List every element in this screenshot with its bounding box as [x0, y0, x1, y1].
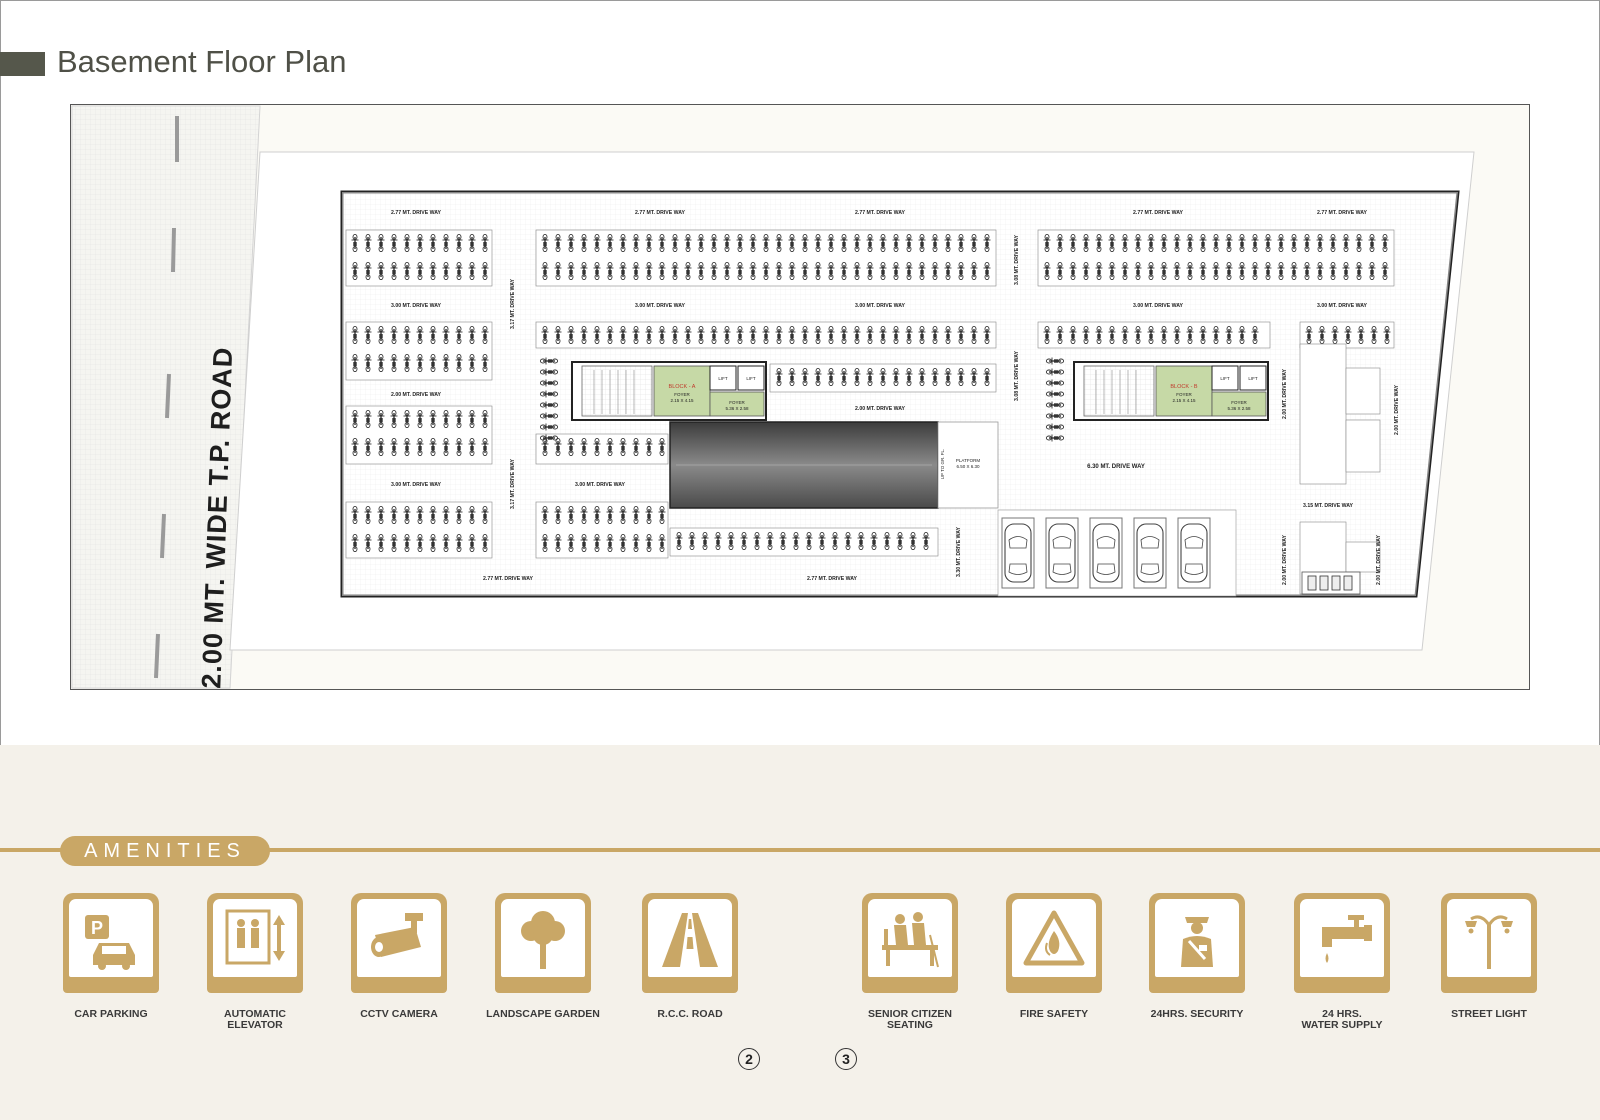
- tree-icon: [521, 911, 565, 969]
- amenity-label: STREET LIGHT: [1451, 1008, 1527, 1020]
- drive-label: 2.00 MT. DRIVE WAY: [1282, 368, 1288, 419]
- car-parking-icon: P: [85, 915, 135, 970]
- platform-label: PLATFORM: [956, 458, 980, 463]
- drive-label: 3.08 MT. DRIVE WAY: [1014, 350, 1020, 401]
- amenity-label: AUTOMATIC ELEVATOR: [223, 1008, 287, 1031]
- drive-label-wide: 6.30 MT. DRIVE WAY: [1087, 464, 1145, 470]
- block-b-foyer-2: FOYER: [1231, 400, 1247, 405]
- drive-label: 3.00 MT. DRIVE WAY: [1317, 303, 1368, 309]
- block-b-foyer-2-dim: 5.36 X 2.58: [1227, 406, 1251, 411]
- drive-label: 3.00 MT. DRIVE WAY: [1133, 303, 1184, 309]
- amenity-fire-safety: FIRE SAFETY: [994, 893, 1114, 1020]
- block-a-lift-1: LIFT: [718, 376, 728, 381]
- water-tap-icon: [1322, 915, 1372, 963]
- amenity-street-light: STREET LIGHT: [1429, 893, 1549, 1020]
- amenity-landscape-garden: LANDSCAPE GARDEN: [483, 893, 603, 1020]
- title-accent-bar: [0, 52, 45, 76]
- page-title: Basement Floor Plan: [57, 44, 347, 79]
- amenity-senior-seating: SENIOR CITIZEN SEATING: [850, 893, 970, 1031]
- drive-label: 2.77 MT. DRIVE WAY: [855, 210, 906, 216]
- drive-label: 2.77 MT. DRIVE WAY: [1133, 210, 1184, 216]
- drive-label: 2.00 MT. DRIVE WAY: [1282, 534, 1288, 585]
- drive-label: 3.00 MT. DRIVE WAY: [391, 303, 442, 309]
- block-b-lift-1: LIFT: [1220, 376, 1230, 381]
- block-b-label: BLOCK - B: [1170, 384, 1198, 390]
- svg-text:P: P: [91, 918, 103, 938]
- amenities-heading: AMENITIES: [60, 836, 270, 866]
- amenity-label: FIRE SAFETY: [1019, 1008, 1089, 1020]
- block-a-foyer-dim: 2.15 X 4.15: [670, 398, 694, 403]
- drive-label: 2.00 MT. DRIVE WAY: [391, 392, 442, 398]
- amenity-label: 24HRS. SECURITY: [1150, 1008, 1244, 1020]
- fire-warning-icon: [1023, 910, 1085, 966]
- amenity-label: LANDSCAPE GARDEN: [486, 1008, 600, 1020]
- block-b-foyer-dim: 2.15 X 4.15: [1172, 398, 1196, 403]
- block-a-lift-2: LIFT: [746, 376, 756, 381]
- amenity-security: 24HRS. SECURITY: [1137, 893, 1257, 1020]
- drive-label: 3.17 MT. DRIVE WAY: [510, 458, 516, 509]
- amenities-divider: [0, 848, 1600, 852]
- page-number: 2: [738, 1048, 760, 1070]
- drive-label: 3.00 MT. DRIVE WAY: [855, 303, 906, 309]
- drive-label: 2.00 MT. DRIVE WAY: [1394, 384, 1400, 435]
- drive-label: 3.15 MT. DRIVE WAY: [1303, 503, 1354, 509]
- drive-label: 3.17 MT. DRIVE WAY: [510, 278, 516, 329]
- drive-label: 3.00 MT. DRIVE WAY: [635, 303, 686, 309]
- block-a-foyer: FOYER: [674, 392, 690, 397]
- amenity-label: R.C.C. ROAD: [657, 1008, 723, 1020]
- drive-label: 2.00 MT. DRIVE WAY: [1376, 534, 1382, 585]
- floor-plan: 2.77 MT. DRIVE WAY 2.77 MT. DRIVE WAY 2.…: [69, 103, 1531, 705]
- block-b-foyer: FOYER: [1176, 392, 1192, 397]
- amenity-water-supply: 24 HRS. WATER SUPPLY: [1282, 893, 1402, 1031]
- senior-seating-icon: [882, 912, 939, 968]
- elevator-icon: [225, 909, 285, 965]
- amenity-elevator: AUTOMATIC ELEVATOR: [195, 893, 315, 1031]
- drive-label: 2.77 MT. DRIVE WAY: [391, 210, 442, 216]
- road-icon: [662, 913, 718, 967]
- amenity-car-parking: P CAR PARKING: [51, 893, 171, 1020]
- platform-dim: 6.50 X 6.30: [956, 464, 980, 469]
- street-light-icon: [1465, 915, 1513, 969]
- amenity-label: CCTV CAMERA: [360, 1008, 438, 1020]
- amenity-label: 24 HRS. WATER SUPPLY: [1301, 1008, 1383, 1031]
- ramp-note: UP TO GR. FL.: [940, 449, 945, 480]
- block-a-foyer-2: FOYER: [729, 400, 745, 405]
- drive-label: 3.08 MT. DRIVE WAY: [1014, 234, 1020, 285]
- drive-label: 3.00 MT. DRIVE WAY: [575, 482, 626, 488]
- drive-label: 2.77 MT. DRIVE WAY: [483, 576, 534, 582]
- amenity-label: CAR PARKING: [74, 1008, 148, 1020]
- amenity-cctv: CCTV CAMERA: [339, 893, 459, 1020]
- drive-label: 2.77 MT. DRIVE WAY: [807, 576, 858, 582]
- cctv-camera-icon: [371, 913, 423, 957]
- amenity-label: SENIOR CITIZEN SEATING: [867, 1008, 952, 1031]
- drive-label: 2.77 MT. DRIVE WAY: [1317, 210, 1368, 216]
- block-a-foyer-2-dim: 5.36 X 2.58: [725, 406, 749, 411]
- amenity-rcc-road: R.C.C. ROAD: [630, 893, 750, 1020]
- drive-label: 2.00 MT. DRIVE WAY: [855, 406, 906, 412]
- block-a-label: BLOCK - A: [669, 384, 696, 390]
- block-b-lift-2: LIFT: [1248, 376, 1258, 381]
- page-number: 3: [835, 1048, 857, 1070]
- drive-label: 3.00 MT. DRIVE WAY: [391, 482, 442, 488]
- security-guard-icon: [1181, 917, 1213, 967]
- drive-label: 2.77 MT. DRIVE WAY: [635, 210, 686, 216]
- drive-label: 3.30 MT. DRIVE WAY: [956, 526, 962, 577]
